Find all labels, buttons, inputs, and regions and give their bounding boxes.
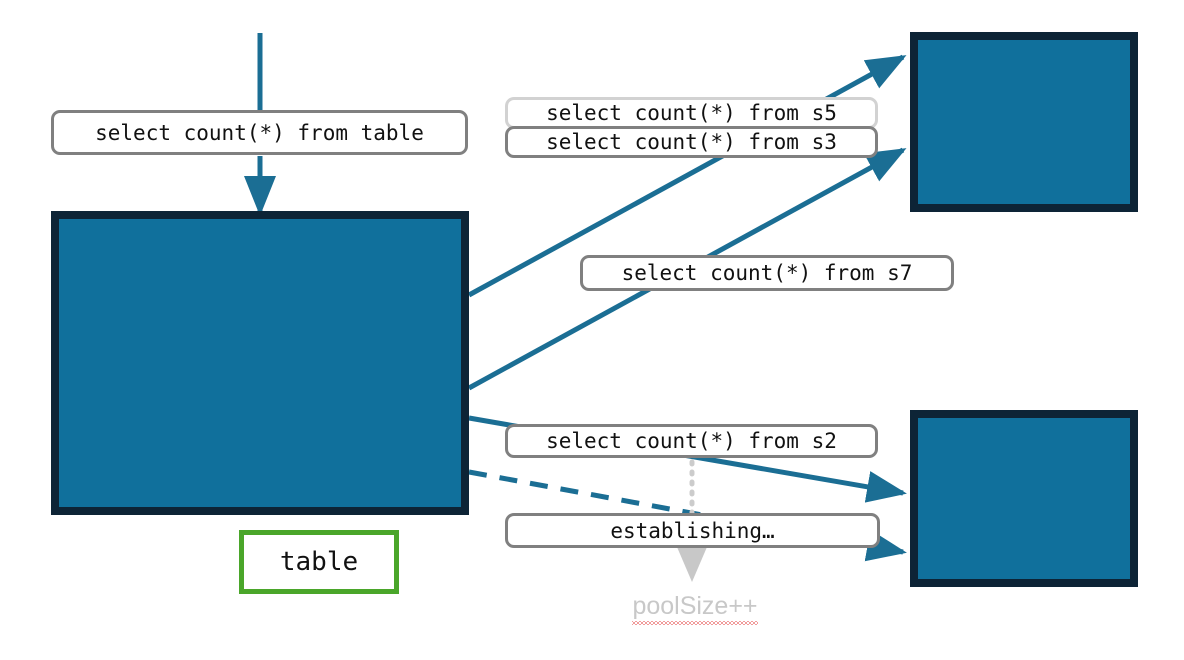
status-pill-establishing[interactable]: establishing…: [505, 513, 880, 548]
server-group-top: s1 s3 s5 s7: [910, 32, 1138, 212]
poolsize-annotation: poolSize++: [580, 592, 810, 625]
query-pill-s3[interactable]: select count(*) from s3: [505, 126, 878, 158]
poolsize-label: poolSize++: [632, 592, 758, 625]
node-table[interactable]: table: [239, 530, 399, 594]
query-pill-s5[interactable]: select count(*) from s5: [505, 97, 878, 129]
server-group-bottom: s2 s6 s4: [910, 410, 1138, 587]
query-pill-s2[interactable]: select count(*) from s2: [505, 424, 878, 458]
query-pill-table[interactable]: select count(*) from table: [51, 110, 468, 155]
query-pill-s7[interactable]: select count(*) from s7: [580, 255, 954, 291]
table-container: table: [51, 211, 469, 594]
